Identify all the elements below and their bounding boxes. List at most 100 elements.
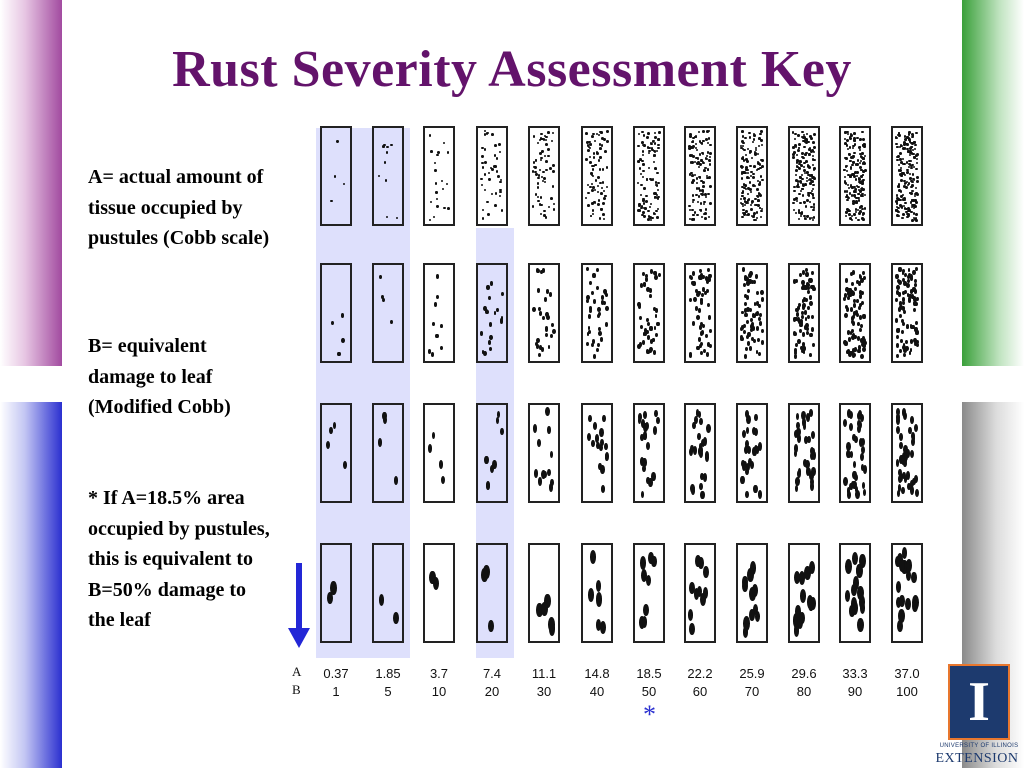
pustule [911,173,915,177]
pustule [487,619,494,633]
pustule [858,148,861,151]
pustule [910,179,913,183]
pustule [707,137,711,141]
pustule [637,145,640,148]
pustule [860,205,863,208]
pustule [488,178,491,181]
leaf-diagram [528,126,560,226]
pustule [644,207,647,210]
pustule [741,130,744,133]
pustule [536,141,539,145]
leaf-diagram [320,403,352,503]
pustule [645,200,648,204]
pustule [703,217,707,221]
pustule [759,132,762,136]
pustule [800,173,803,177]
pustule [537,176,540,180]
leaf-diagram [633,126,665,226]
pustule [908,293,912,299]
pustule [743,308,748,313]
pustule [793,444,799,454]
pustule [652,211,656,215]
pustule [809,135,812,138]
pustule [393,611,400,624]
pustule [802,165,805,168]
pustule [745,426,750,434]
pustule [495,192,498,195]
pustule [649,216,652,219]
pustule [743,293,747,298]
pustule [914,301,918,306]
pustule [861,180,865,183]
pustule [748,181,752,185]
pustule [693,211,696,214]
pustule [858,438,863,447]
pustule [640,556,647,571]
pustule [855,202,858,205]
scale-b-value: 30 [536,684,552,699]
pustule [643,134,646,137]
pustule [592,152,595,155]
pustule [756,152,760,156]
pustule [642,175,645,179]
pustule [751,141,755,144]
pustule [547,154,550,158]
pustule [740,197,743,201]
pustule [699,321,703,326]
pustule [900,205,903,208]
pustule [861,130,864,134]
logo-extension-text: EXTENSION [935,751,1019,766]
pustule [690,171,693,175]
pustule [746,172,750,175]
pustule [746,201,750,205]
pustule [898,473,904,482]
pustule [858,206,862,210]
pustule [646,321,650,326]
pustule [909,140,912,143]
pustule [693,415,698,424]
pustule [336,140,339,143]
pustule [845,189,848,193]
pustule [657,195,660,199]
pustule [588,280,592,285]
pustule [806,215,809,218]
highlight-star-marker: * [643,700,656,729]
pustule [496,170,499,173]
pustule [700,216,703,219]
pustule [756,290,759,295]
pustule [642,282,646,287]
pustule [854,347,858,352]
leaf-diagram [633,263,665,363]
pustule [909,348,913,353]
pustule [489,334,493,340]
pustule [700,438,705,447]
pustule [752,172,755,176]
pustule [741,211,745,215]
pustule [385,179,388,182]
pustule [795,605,801,618]
pustule [905,324,910,330]
pustule [586,183,590,187]
pustule [850,193,853,197]
pustule [650,142,653,146]
pustule [486,309,490,315]
pustule [755,445,759,453]
pustule [901,486,905,494]
pustule [899,305,903,311]
pustule [858,290,862,295]
pustule [754,152,757,155]
pustule [601,168,605,171]
pustule [801,298,805,303]
logo-mark: I [968,671,990,733]
pustule [483,188,487,192]
pustule [760,165,764,169]
pustule [792,612,800,628]
pustule [432,215,436,219]
pustule [812,196,815,199]
pustule [912,181,915,184]
pustule [691,174,694,177]
pustule [747,457,752,467]
pustule [745,158,748,161]
pustule [899,339,903,344]
pustule [860,445,866,454]
